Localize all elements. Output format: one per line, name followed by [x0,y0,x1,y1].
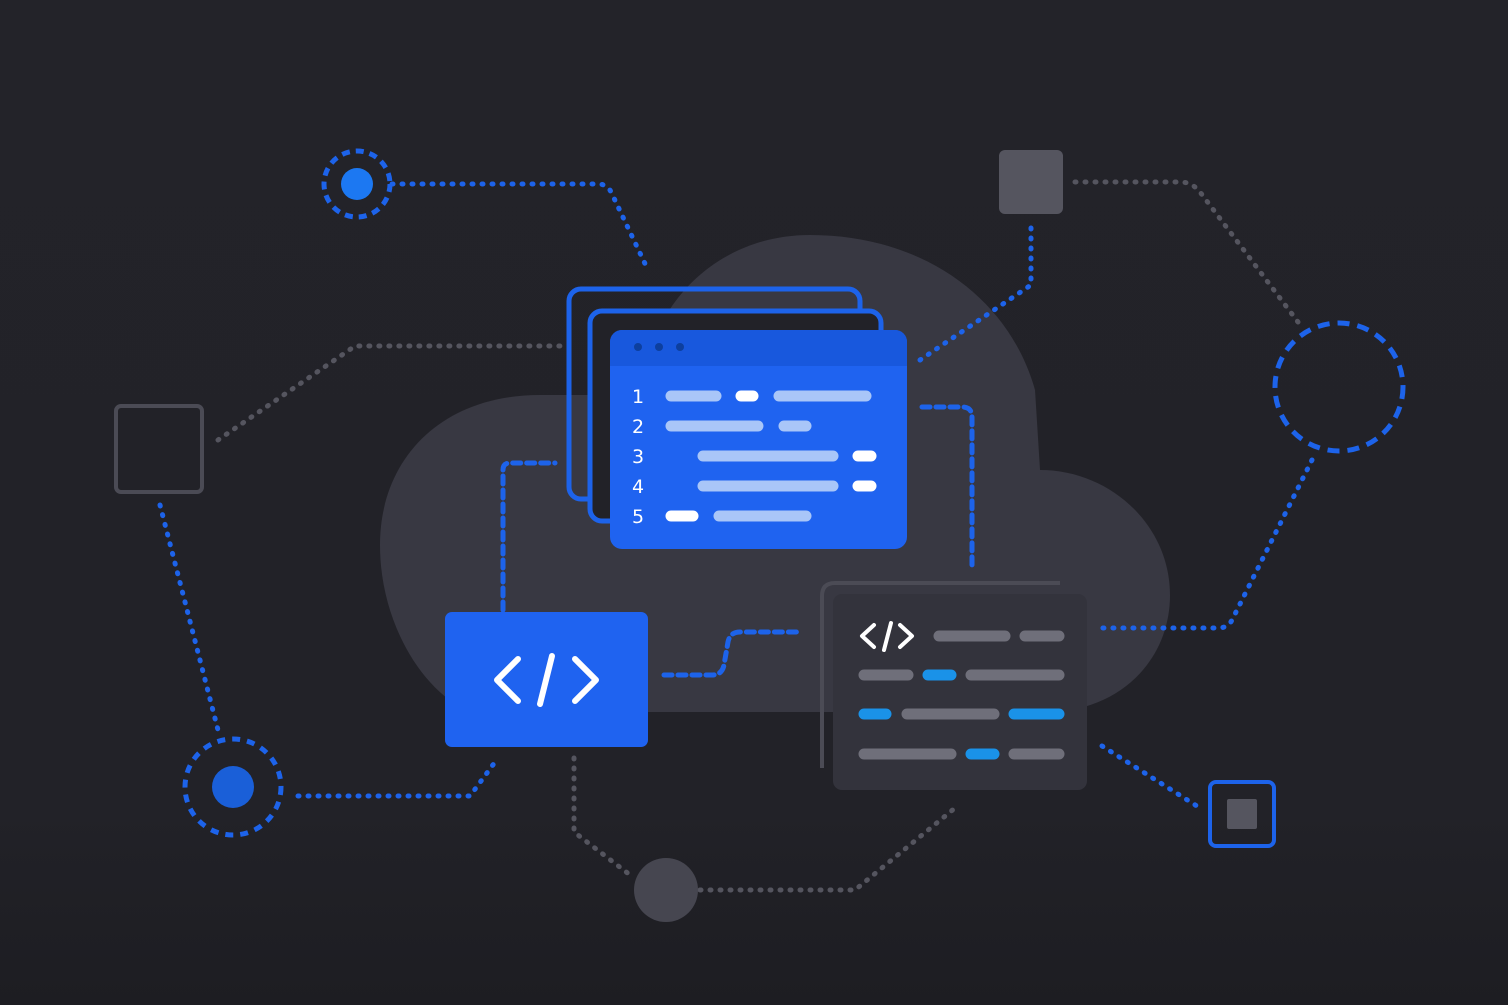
square-outline-icon [114,404,204,494]
code-editor-window: 1 2 3 4 5 [610,330,907,549]
line-number: 1 [632,386,644,408]
window-dots [634,343,684,351]
connector-lines [157,179,1315,893]
line-numbers: 1 2 3 4 5 [632,386,644,528]
code-tokens [665,390,877,522]
line-number: 3 [632,446,644,468]
target-dot-icon [321,148,393,220]
panel-code-tokens [858,630,1065,760]
line-number: 5 [632,506,644,528]
code-tile [445,612,648,747]
dark-code-panel [820,581,1087,790]
circle-icon [634,858,698,922]
dashed-circle-icon [1272,320,1406,454]
target-dot-icon [182,736,284,838]
square-icon [999,150,1063,214]
code-brackets-icon [494,653,599,707]
code-brackets-icon [860,621,914,652]
line-number: 2 [632,416,644,438]
line-number: 4 [632,476,644,498]
square-in-square-icon [1208,780,1276,848]
